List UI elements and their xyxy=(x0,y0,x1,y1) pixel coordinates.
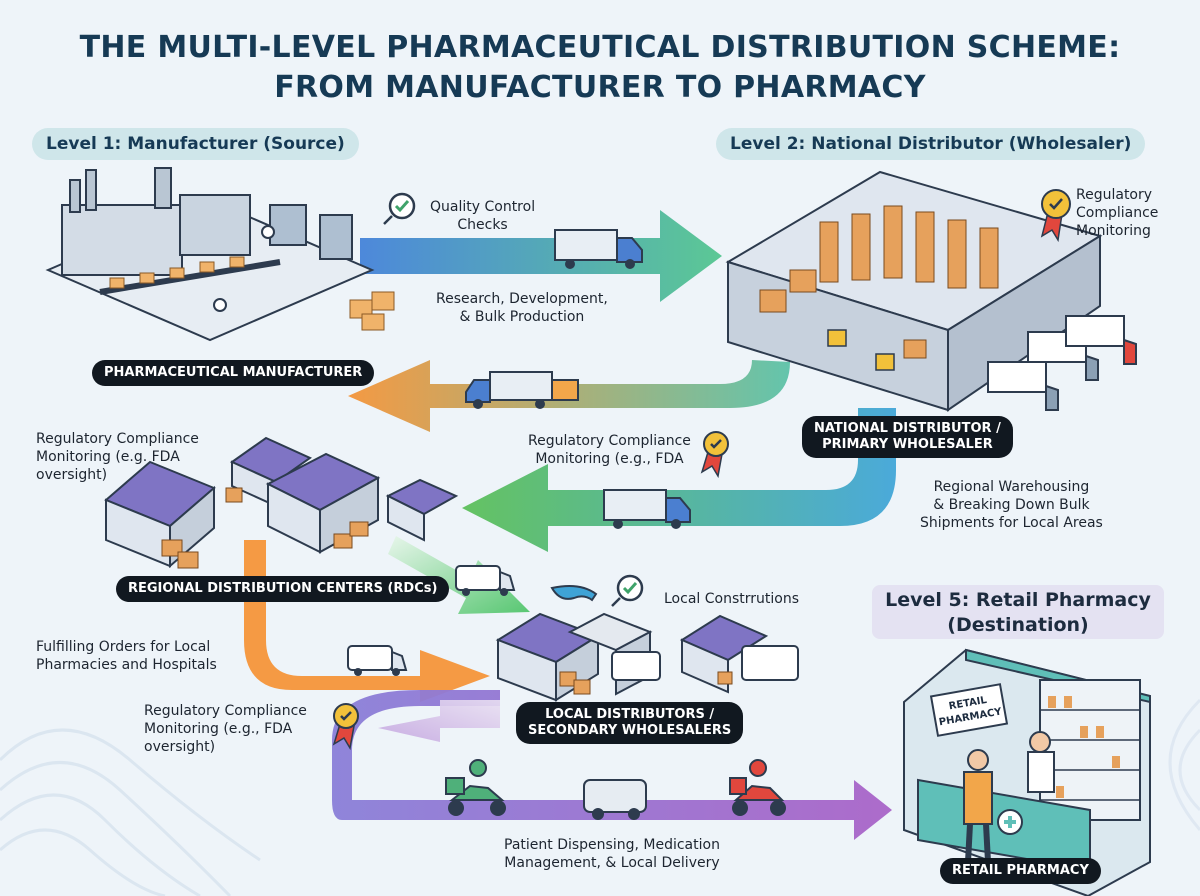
note-rnd-line2: & Bulk Production xyxy=(459,309,585,325)
note-patient-dispensing: Patient Dispensing, Medication Managemen… xyxy=(504,836,720,872)
van-fulfilling xyxy=(347,645,408,676)
tag-national-distributor: NATIONAL DISTRIBUTOR / PRIMARY WHOLESALE… xyxy=(802,416,1013,458)
arrow-manufacturer-to-national xyxy=(360,210,722,302)
compliance-badge-icon-mid xyxy=(700,431,729,479)
level5-line1: Level 5: Retail Pharmacy xyxy=(885,589,1151,611)
note-regulatory-mid: Regulatory Compliance Monitoring (e.g., … xyxy=(528,432,691,468)
delivery-scooter-1 xyxy=(445,759,506,816)
arrow-national-regional xyxy=(462,408,896,552)
tag-local-line1: LOCAL DISTRIBUTORS / xyxy=(545,707,715,722)
note-quality-control: Quality Control Checks xyxy=(430,198,535,234)
compliance-badge-icon-top xyxy=(1040,189,1071,243)
tag-manufacturer: PHARMACEUTICAL MANUFACTURER xyxy=(92,360,375,386)
truck-2 xyxy=(465,371,579,409)
note-regulatory-bottom: Regulatory Compliance Monitoring (e.g., … xyxy=(144,702,307,756)
note-qc-line1: Quality Control xyxy=(430,199,536,215)
tag-national-line1: NATIONAL DISTRIBUTOR / xyxy=(814,421,1001,436)
note-regulatory-top: Regulatory Compliance Monitoring xyxy=(1076,186,1158,240)
note-regional-line3: Shipments for Local Areas xyxy=(920,515,1103,531)
note-reg-left-line3: oversight) xyxy=(36,467,108,483)
level2-label: Level 2: National Distributor (Wholesale… xyxy=(716,128,1146,160)
level5-label: Level 5: Retail Pharmacy (Destination) xyxy=(872,585,1164,639)
note-rnd-line1: Research, Development, xyxy=(436,291,608,307)
delivery-scooter-2 xyxy=(729,759,786,816)
note-reg-bottom-line1: Regulatory Compliance xyxy=(144,703,307,719)
delivery-van xyxy=(583,779,647,820)
arrow-local-to-retail xyxy=(332,690,892,840)
pharmacy-illustration xyxy=(903,648,1151,896)
note-reg-bottom-line3: oversight) xyxy=(144,739,216,755)
note-regional-line2: & Breaking Down Bulk xyxy=(933,497,1090,513)
tag-retail-pharmacy: RETAIL PHARMACY xyxy=(940,858,1101,884)
decorative-swirl xyxy=(0,728,261,896)
note-reg-top-line3: Monitoring xyxy=(1076,223,1151,239)
note-qc-line2: Checks xyxy=(457,217,508,233)
tag-national-line2: PRIMARY WHOLESALER xyxy=(822,437,993,452)
compliance-badge-icon-bottom xyxy=(332,703,359,751)
level1-label: Level 1: Manufacturer (Source) xyxy=(32,128,359,160)
note-research: Research, Development, & Bulk Production xyxy=(436,290,608,326)
magnifier-icon xyxy=(383,192,416,225)
note-reg-mid-line1: Regulatory Compliance xyxy=(528,433,691,449)
note-reg-top-line1: Regulatory xyxy=(1076,187,1153,203)
note-reg-top-line2: Compliance xyxy=(1076,205,1159,221)
magnifier-icon-local xyxy=(611,574,644,607)
truck-fleet xyxy=(987,315,1137,411)
note-dispense-line1: Patient Dispensing, Medication xyxy=(504,837,720,853)
tag-rdc: REGIONAL DISTRIBUTION CENTERS (RDCs) xyxy=(116,576,450,602)
note-fulfill-line2: Pharmacies and Hospitals xyxy=(36,657,217,673)
van-rdc xyxy=(455,565,516,596)
note-regional-warehousing: Regional Warehousing & Breaking Down Bul… xyxy=(920,478,1103,532)
tag-local-distributors: LOCAL DISTRIBUTORS / SECONDARY WHOLESALE… xyxy=(516,702,744,744)
note-reg-bottom-line2: Monitoring (e.g., FDA xyxy=(144,721,293,737)
level5-line2: (Destination) xyxy=(947,614,1089,636)
title-line1: THE MULTI-LEVEL PHARMACEUTICAL DISTRIBUT… xyxy=(79,30,1121,65)
title-line2: FROM MANUFACTURER TO PHARMACY xyxy=(274,70,926,105)
factory-illustration xyxy=(45,167,395,342)
note-fulfill-line1: Fulfilling Orders for Local xyxy=(36,639,211,655)
note-regulatory-left: Regulatory Compliance Monitoring (e.g. F… xyxy=(36,430,199,484)
note-fulfilling-orders: Fulfilling Orders for Local Pharmacies a… xyxy=(36,638,217,674)
warehouse-illustration xyxy=(725,170,1103,412)
rdc-buildings xyxy=(104,436,459,569)
page-title: THE MULTI-LEVEL PHARMACEUTICAL DISTRIBUT… xyxy=(0,28,1200,108)
note-dispense-line2: Management, & Local Delivery xyxy=(504,855,720,871)
note-reg-left-line2: Monitoring (e.g. FDA xyxy=(36,449,180,465)
decorative-swirl-right xyxy=(1168,698,1200,831)
truck-3 xyxy=(603,489,691,529)
note-regional-line1: Regional Warehousing xyxy=(933,479,1090,495)
note-local-constructions: Local Constrrutions xyxy=(664,591,799,607)
arrow-rdc-fulfilling xyxy=(244,540,490,702)
tag-local-line2: SECONDARY WHOLESALERS xyxy=(528,723,732,738)
truck-1 xyxy=(554,229,643,269)
note-reg-left-line1: Regulatory Compliance xyxy=(36,431,199,447)
note-reg-mid-line2: Monitoring (e.g., FDA xyxy=(535,451,684,467)
goggles-icon xyxy=(550,585,598,602)
local-buildings xyxy=(495,612,799,702)
